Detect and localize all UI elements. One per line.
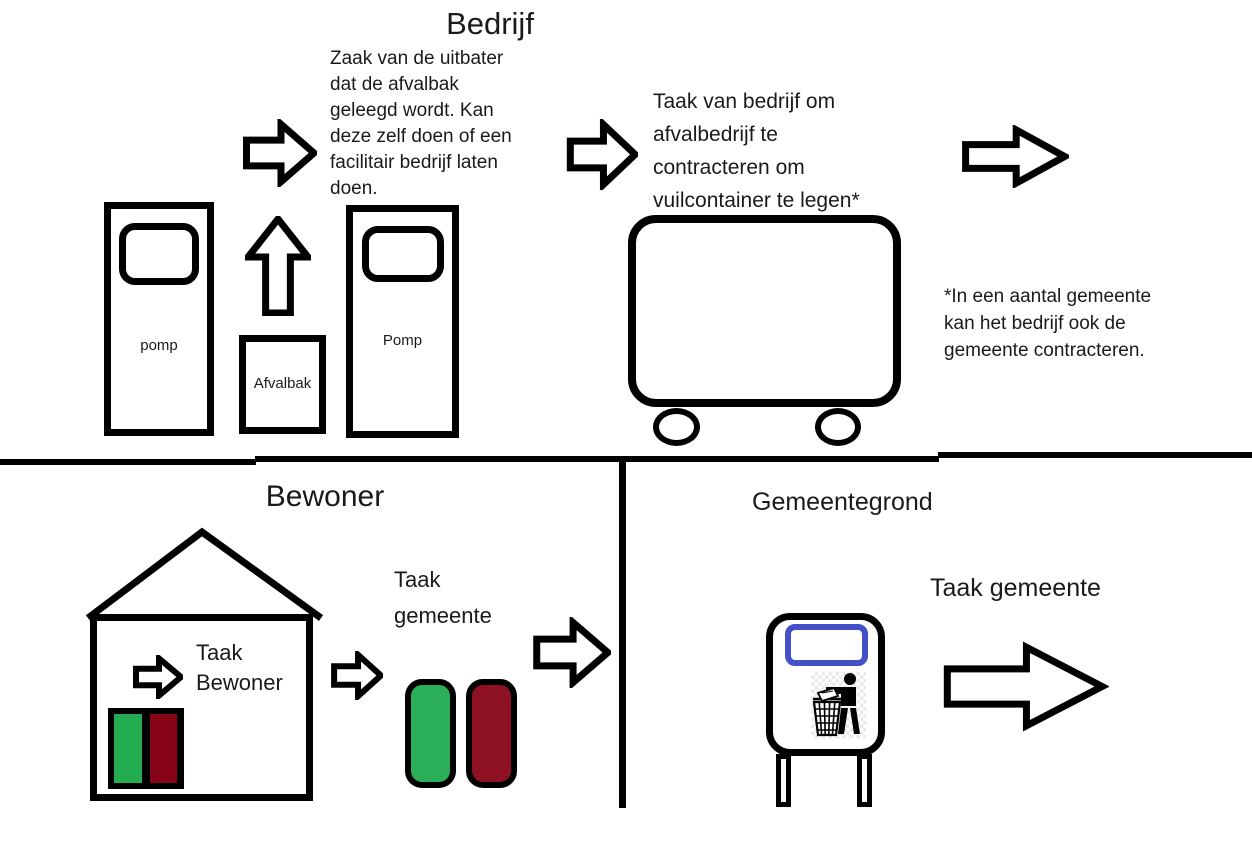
arrow-right-icon-bedrijf-1 [242,119,317,187]
pump-right: Pomp [346,205,459,438]
house-window-bins [108,708,184,789]
arrow-right-icon-gemeente [937,640,1109,733]
gemeentegrond-title: Gemeentegrond [752,488,933,516]
task-bewoner-label: Taak Bewoner [196,640,283,695]
horizontal-divider-middle [255,456,939,462]
vuilcontainer-wheel-left [653,408,700,446]
house-roof [85,527,324,621]
vuilcontainer-body [628,215,901,407]
arrow-right-icon-bewoner-out [532,617,611,688]
container-leg-right [857,754,872,807]
bewoner-title: Bewoner [265,480,385,513]
public-litter-container [766,613,885,756]
container-blue-window [785,624,868,666]
arrow-right-icon-house-inside [133,655,183,699]
horizontal-divider-right [938,452,1252,458]
horizontal-divider-left [0,459,256,465]
arrow-right-icon-house-outside [331,651,383,700]
pump-left-label: pomp [140,337,178,354]
pump-right-window [362,226,444,282]
container-leg-left [776,754,791,807]
bin-green [405,679,456,788]
house-window-red-panel [150,714,177,783]
arrow-right-icon-bedrijf-2 [566,119,638,190]
afvalbak-label: Afvalbak [253,375,312,392]
task-gemeente-label-bewoner: Taak gemeente [394,567,492,628]
pump-left: pomp [104,202,214,436]
house-window-green-panel [114,714,142,783]
afvalbak-box: Afvalbak [239,335,326,434]
bedrijf-title: Bedrijf [446,6,534,41]
arrow-right-icon-bedrijf-3 [959,125,1069,188]
uitbater-note: Zaak van de uitbater dat de afvalbak gel… [330,48,517,199]
arrow-up-icon [245,216,311,316]
vuilcontainer-wheel-right [815,408,861,446]
bin-red [466,679,517,788]
tidyman-icon [811,672,866,739]
bedrijf-task-text: Taak van bedrijf om afvalbedrijf te cont… [653,90,860,212]
task-gemeente-label-gemeentegrond: Taak gemeente [930,574,1101,602]
pump-right-label: Pomp [382,332,423,349]
vertical-divider [619,458,626,808]
pump-left-window [119,223,199,285]
bedrijf-footnote: *In een aantal gemeente kan het bedrijf … [944,286,1157,361]
